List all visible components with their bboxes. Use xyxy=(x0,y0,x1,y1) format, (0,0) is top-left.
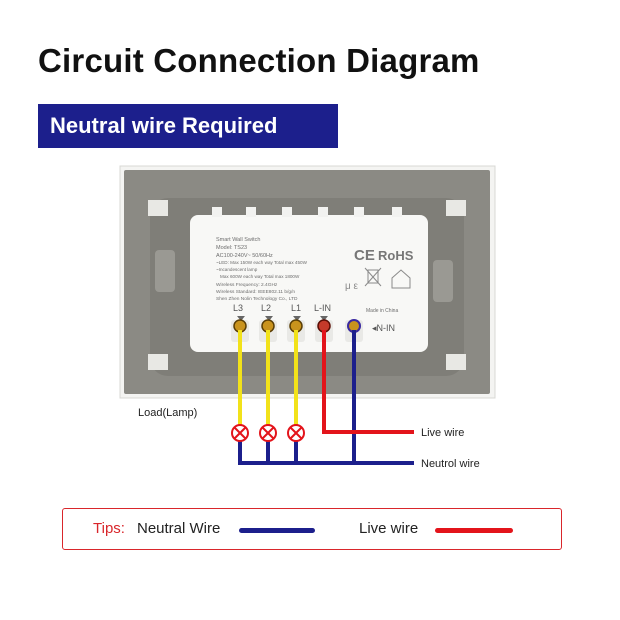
live-wire xyxy=(322,330,414,434)
terminal-label-nin: ◂N-IN xyxy=(372,323,395,333)
rohs-mark: RoHS xyxy=(378,248,414,263)
lamp-icon xyxy=(231,424,249,442)
terminal-label-l2: L2 xyxy=(261,303,271,313)
legend-live-swatch xyxy=(435,528,513,533)
legend-live-label: Live wire xyxy=(359,520,419,537)
label-line-3: AC100-240V~ 50/60Hz xyxy=(216,253,273,259)
live-wire-label: Live wire xyxy=(421,427,464,439)
page-title: Circuit Connection Diagram xyxy=(38,42,480,79)
legend-neutral-label: Neutral Wire xyxy=(137,520,221,537)
neutral-wire-l3-return xyxy=(238,440,354,465)
neutral-wire-label: Neutrol wire xyxy=(421,458,480,470)
label-line-5: ~Incandescent lamp xyxy=(216,267,258,272)
terminal-label-l3: L3 xyxy=(233,303,243,313)
banner-text: Neutral wire Required xyxy=(50,113,278,138)
side-slot-right xyxy=(433,260,453,302)
legend-neutral-swatch xyxy=(239,528,315,533)
mount-hole-bl xyxy=(148,354,168,370)
indoor-use-icon xyxy=(391,269,411,289)
label-line-6: Max 600W each way Total max 1800W xyxy=(220,274,300,279)
label-line-7: Wireless Frequency: 2.4GHz xyxy=(216,282,278,288)
load-label: Load(Lamp) xyxy=(138,407,197,419)
label-line-8: Wireless Standard: IEEE802.11 b/g/n xyxy=(216,289,295,295)
terminal-label-lin: L-IN xyxy=(314,303,331,313)
ce-mark: CE xyxy=(354,247,375,264)
mount-hole-tr xyxy=(446,200,466,216)
weee-bin-icon xyxy=(367,269,379,284)
made-in-label: Made in China xyxy=(366,308,398,314)
tips-legend: Tips: Neutral Wire Live wire xyxy=(62,508,562,550)
label-line-2: Model: TS23 xyxy=(216,245,247,251)
lamp-icon xyxy=(287,424,305,442)
svg-text:μ ε: μ ε xyxy=(345,281,359,292)
mount-hole-tl xyxy=(148,200,168,216)
mount-hole-br xyxy=(446,354,466,370)
neutral-required-banner: Neutral wire Required xyxy=(38,104,338,148)
terminal-label-l1: L1 xyxy=(291,303,301,313)
label-line-4: ~LED: Max 150W each way Total max 450W xyxy=(216,260,308,265)
tips-label: Tips: xyxy=(93,520,125,537)
switch-label-module xyxy=(190,215,428,352)
label-line-1: Smart Wall Switch xyxy=(216,237,260,243)
label-line-9: Shen Zhen Nolin Technology Co., LTD xyxy=(216,296,298,302)
lamp-icon xyxy=(259,424,277,442)
side-slot-left xyxy=(155,250,175,292)
